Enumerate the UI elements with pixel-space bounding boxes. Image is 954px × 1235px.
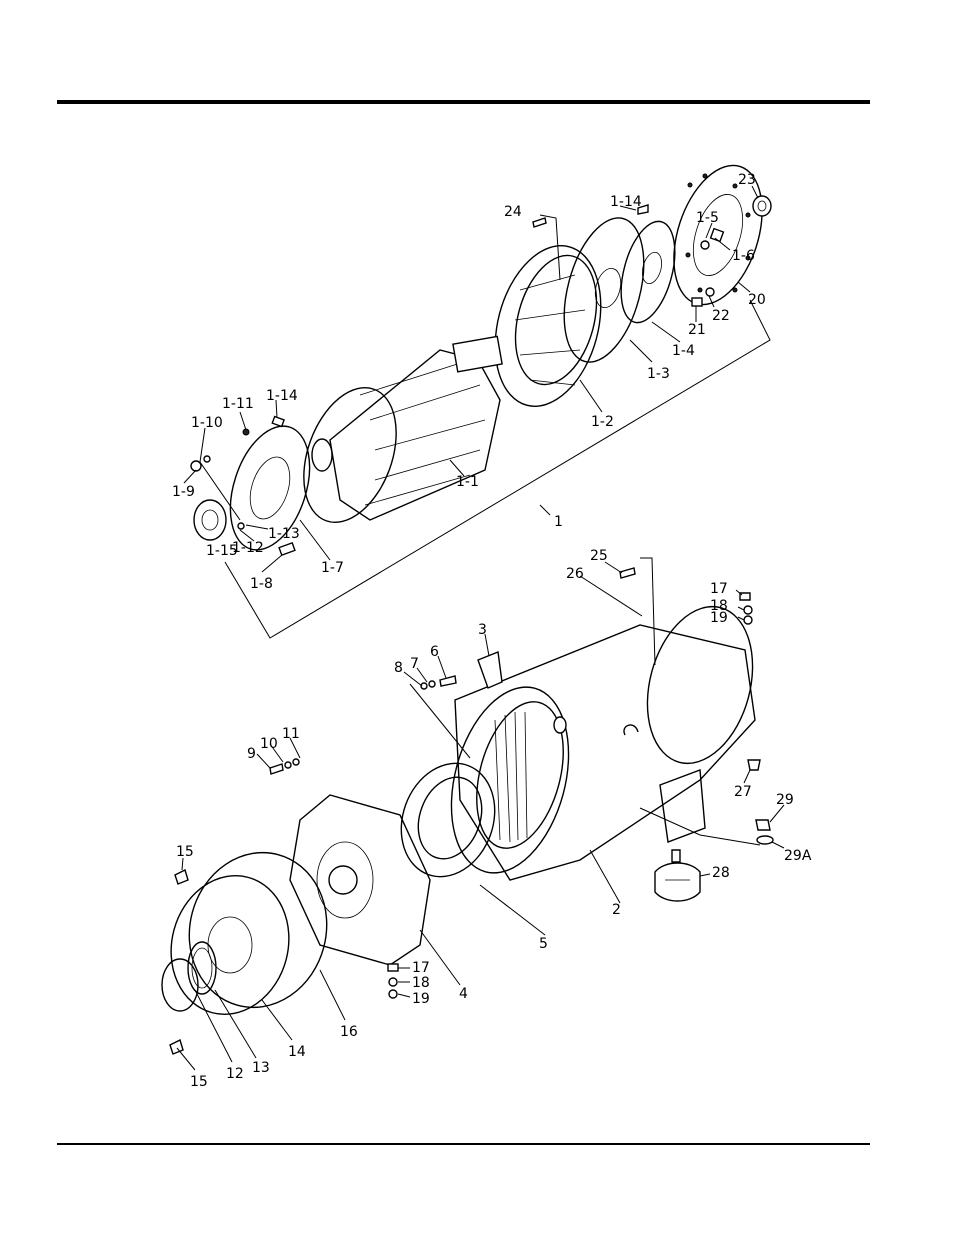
- callout-25: 25: [590, 548, 608, 564]
- mount-28: [655, 850, 700, 901]
- callout-17-lower: 17: [412, 960, 430, 976]
- callout-21: 21: [688, 322, 706, 338]
- callout-19-lower: 19: [412, 991, 430, 1007]
- callout-1-5: 1-5: [696, 210, 719, 226]
- gasket-13: [188, 942, 216, 994]
- bearing-1-15: [194, 500, 226, 540]
- callout-2: 2: [612, 902, 621, 918]
- callout-11: 11: [282, 726, 300, 742]
- callout-7: 7: [410, 656, 419, 672]
- callout-9: 9: [247, 746, 256, 762]
- callout-24: 24: [504, 204, 522, 220]
- fasteners-main: [170, 593, 773, 1054]
- end-bell-4: [290, 795, 430, 965]
- callout-1: 1: [554, 514, 563, 530]
- callout-4: 4: [459, 986, 468, 1002]
- rotor-core-1-1: [287, 336, 503, 535]
- callout-1-13: 1-13: [268, 526, 300, 542]
- callout-23: 23: [738, 172, 756, 188]
- callout-15-lower: 15: [190, 1074, 208, 1090]
- callout-1-9: 1-9: [172, 484, 195, 500]
- drive-disc-1-3: [550, 209, 658, 371]
- callout-17-upper: 17: [710, 581, 728, 597]
- callout-1-1: 1-1: [456, 474, 479, 490]
- screen-cover-14: [156, 837, 344, 1028]
- callout-5: 5: [539, 936, 548, 952]
- callout-1-4: 1-4: [672, 343, 695, 359]
- drive-disc-1-4: [611, 216, 684, 329]
- callout-1-15: 1-15: [206, 543, 238, 559]
- callout-18-lower: 18: [412, 975, 430, 991]
- callout-1-11: 1-11: [222, 396, 254, 412]
- callout-13: 13: [252, 1060, 270, 1076]
- callout-20: 20: [748, 292, 766, 308]
- callout-26: 26: [566, 566, 584, 582]
- callout-16: 16: [340, 1024, 358, 1040]
- callout-28: 28: [712, 865, 730, 881]
- callout-19-upper: 19: [710, 610, 728, 626]
- fan-1-2: [478, 234, 617, 418]
- callout-1-14-upper: 1-14: [610, 194, 642, 210]
- callout-10: 10: [260, 736, 278, 752]
- callout-1-14-lower: 1-14: [266, 388, 298, 404]
- callout-29: 29: [776, 792, 794, 808]
- stator-frame-2: [432, 595, 769, 886]
- callout-1-2: 1-2: [591, 414, 614, 430]
- cover-plate-12: [162, 959, 198, 1011]
- callout-12: 12: [226, 1066, 244, 1082]
- callout-15-upper: 15: [176, 844, 194, 860]
- callout-8: 8: [394, 660, 403, 676]
- callout-1-3: 1-3: [647, 366, 670, 382]
- callout-22: 22: [712, 308, 730, 324]
- callout-27: 27: [734, 784, 752, 800]
- callout-6: 6: [430, 644, 439, 660]
- callout-1-6: 1-6: [732, 248, 755, 264]
- bearing-23: [753, 196, 771, 216]
- callout-1-8: 1-8: [250, 576, 273, 592]
- callout-3: 3: [478, 622, 487, 638]
- callout-14: 14: [288, 1044, 306, 1060]
- exciter-stator-5: [386, 750, 510, 890]
- callout-1-10: 1-10: [191, 415, 223, 431]
- callout-29a: 29A: [784, 848, 812, 864]
- callout-1-7: 1-7: [321, 560, 344, 576]
